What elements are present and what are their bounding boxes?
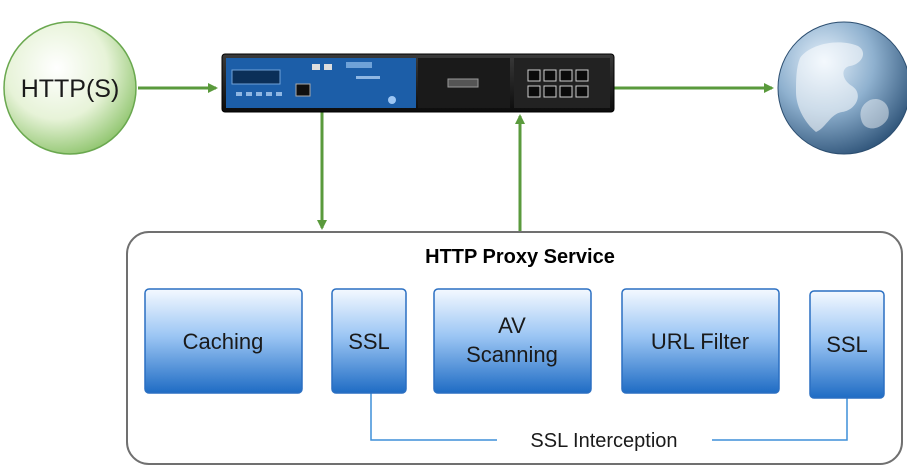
module-url-filter: URL Filter [621, 288, 780, 394]
globe-icon [777, 21, 907, 155]
ssl-interception-connector: SSL Interception [370, 393, 848, 452]
module-caching: Caching [144, 288, 303, 394]
module-ssl-right-label: SSL [826, 332, 868, 357]
http-source-node: HTTP(S) [3, 21, 137, 155]
module-ssl-left: SSL [331, 288, 407, 394]
module-caching-label: Caching [183, 329, 264, 354]
module-av-label-line2: Scanning [466, 342, 558, 367]
firewall-appliance-icon [221, 53, 615, 113]
proxy-service-title: HTTP Proxy Service [425, 246, 615, 268]
http-source-label: HTTP(S) [21, 75, 120, 103]
module-ssl-left-label: SSL [348, 329, 390, 354]
module-url-filter-label: URL Filter [651, 329, 749, 354]
flow-arrows [138, 83, 774, 232]
ssl-interception-label: SSL Interception [530, 430, 677, 452]
module-av-scanning: AV Scanning [433, 288, 592, 394]
module-av-label-line1: AV [498, 313, 526, 338]
module-ssl-right: SSL [809, 290, 885, 399]
